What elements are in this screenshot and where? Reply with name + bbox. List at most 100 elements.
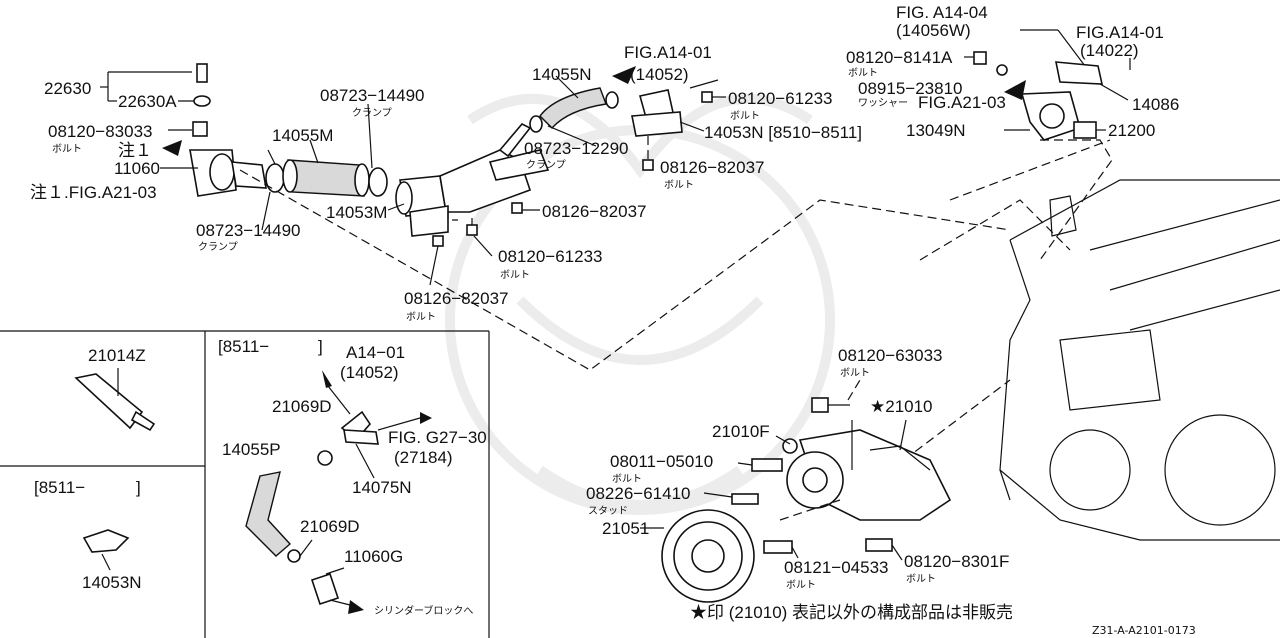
hose-14055p-assembly — [245, 370, 432, 614]
note1-marker: 注１ — [118, 141, 152, 160]
bolt-61233-r — [701, 91, 713, 103]
label-fig-a21-03: FIG.A21-03 — [918, 93, 1006, 112]
clamp-14490-a — [265, 163, 285, 193]
bolt-05010 — [751, 458, 783, 472]
label-bolt-82037-b: ボルト — [406, 311, 436, 323]
label-21010f: 21010F — [712, 422, 770, 441]
clamp-12290 — [529, 115, 543, 133]
label-08126-82037-b: 08126−82037 — [404, 289, 508, 308]
arrow-a1401-icon — [612, 66, 636, 84]
label-08120-83033: 08120−83033 — [48, 122, 152, 141]
hose-14055n — [539, 87, 607, 130]
note-star: ★印 (21010) 表記以外の構成部品は非販売 — [690, 603, 1013, 622]
label-fig-a14-04: FIG. A14-04 — [896, 3, 988, 22]
clamp-21069d-top — [317, 450, 333, 466]
arrow-note1-icon — [162, 140, 182, 156]
bolt-04533 — [763, 540, 793, 554]
label-bolt-04533: ボルト — [786, 579, 816, 591]
label-a14-01-sub: (14052) — [340, 363, 399, 382]
clamp-21069d-bot — [287, 549, 301, 563]
label-bolt-61233-m: ボルト — [500, 269, 530, 281]
label-08723-12290: 08723−12290 — [524, 139, 628, 158]
inset-left-range-end: ] — [136, 478, 141, 497]
label-21069d-top: 21069D — [272, 397, 332, 416]
bolt-61233-m — [466, 224, 478, 236]
label-22630: 22630 — [44, 79, 91, 98]
diagram-code: Z31-A-A2101-0173 — [1092, 624, 1196, 637]
label-fig-a14-04-sub: (14056W) — [896, 21, 971, 40]
label-08226-61410: 08226−61410 — [586, 484, 690, 503]
label-11060g: 11060G — [344, 547, 403, 566]
label-08120-8301f: 08120−8301F — [904, 552, 1009, 571]
bolt-8301f — [865, 538, 893, 552]
arrow-a2103-icon — [1004, 80, 1026, 100]
engine-block — [999, 179, 1280, 541]
label-fig-a14-01-b-sub: (14022) — [1080, 41, 1139, 60]
label-fig-g27-30: FIG. G27−30 — [388, 428, 487, 447]
label-stud: スタッド — [588, 505, 628, 517]
clamp-14490-b — [368, 167, 388, 197]
label-08121-04533: 08121−04533 — [784, 558, 888, 577]
label-08915-23810: 08915−23810 — [858, 79, 962, 98]
pipe-14086 — [1055, 61, 1104, 85]
bolt-82037-m — [511, 202, 523, 214]
sensor-21200 — [1073, 121, 1097, 139]
hose-14055m — [287, 159, 365, 197]
label-14055p: 14055P — [222, 440, 281, 459]
label-08120-63033: 08120−63033 — [838, 346, 942, 365]
water-pump-assembly — [640, 397, 952, 603]
label-14053m: 14053M — [326, 203, 387, 222]
label-a14-01: A14−01 — [346, 343, 405, 362]
label-21069d-bot: 21069D — [300, 517, 360, 536]
label-11060: 11060 — [114, 159, 160, 178]
label-08120-61233-r: 08120−61233 — [728, 89, 832, 108]
label-clamp-top: クランプ — [352, 107, 392, 119]
inset-center-range-end: ] — [318, 337, 323, 356]
bolt-82037-r — [642, 159, 654, 171]
label-08120-8141a: 08120−8141A — [846, 48, 953, 67]
label-21014z: 21014Z — [88, 346, 146, 365]
label-21010: ★21010 — [870, 397, 933, 416]
label-08120-61233-m: 08120−61233 — [498, 247, 602, 266]
stud-61410 — [731, 493, 759, 505]
arrow-up-icon — [322, 370, 332, 388]
label-14055n: 14055N — [532, 65, 592, 84]
label-14075n: 14075N — [352, 478, 412, 497]
label-bolt-8301f: ボルト — [906, 573, 936, 585]
label-21200: 21200 — [1108, 121, 1155, 140]
label-fig-a14-01-a-sub: (14052) — [630, 65, 689, 84]
label-08011-05010: 08011−05010 — [610, 452, 713, 471]
label-08723-14490-bot: 08723−14490 — [196, 221, 300, 240]
note1-label: 注１.FIG.A21-03 — [30, 183, 157, 202]
label-14053n-range: 14053N [8510−8511] — [704, 123, 862, 142]
washer-23810 — [996, 64, 1008, 76]
label-clamp-bot: クランプ — [198, 241, 238, 253]
label-22630a: 22630A — [118, 92, 177, 111]
bolt-82037-b — [432, 235, 444, 247]
label-bolt-8141a: ボルト — [848, 67, 878, 79]
sensor-22630 — [196, 63, 208, 83]
label-bolt-83033: ボルト — [52, 143, 82, 155]
pipe-11060g — [310, 572, 340, 606]
bolt-63033 — [811, 397, 829, 413]
sealant-tube-21014z — [74, 368, 156, 432]
label-14055m: 14055M — [272, 126, 333, 145]
thermostat-housing-assembly — [964, 29, 1131, 261]
arrow-cylinder-icon — [348, 600, 364, 614]
label-08126-82037-r: 08126−82037 — [660, 158, 764, 177]
inset-frames — [0, 330, 490, 638]
labels: 22630 22630A 08120−83033 ボルト 注１ 11060 注１… — [30, 3, 1196, 637]
dashed-leaders — [239, 139, 1111, 461]
label-fig-a14-01-b: FIG.A14-01 — [1076, 23, 1164, 42]
label-cylinder-block: シリンダーブロックへ — [374, 604, 473, 617]
label-fig-g27-30-sub: (27184) — [394, 448, 453, 467]
washer-22630a — [193, 95, 211, 107]
upper-pipe-assembly — [100, 63, 726, 286]
label-14086: 14086 — [1132, 95, 1179, 114]
label-bolt-05010: ボルト — [612, 473, 642, 485]
label-bolt-82037-r: ボルト — [664, 179, 694, 191]
label-14053n-inset: 14053N — [82, 573, 142, 592]
label-bolt-63033: ボルト — [840, 367, 870, 379]
inset-center-range: [8511− — [218, 337, 269, 356]
